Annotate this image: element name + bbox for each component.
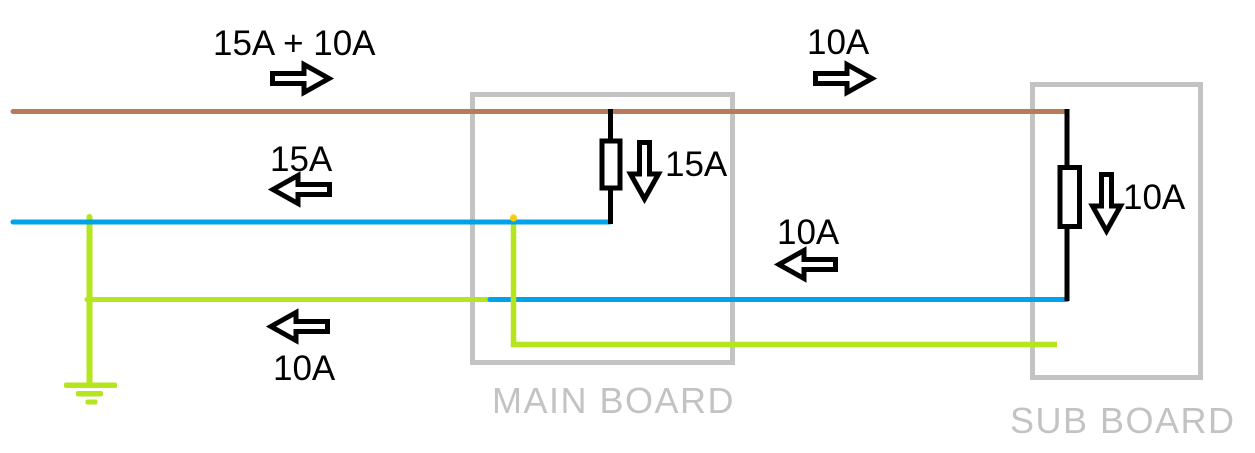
- label-load-sub: 10A: [1123, 178, 1186, 217]
- earth-wire-left: [84, 214, 495, 388]
- board-boxes: [470, 82, 1203, 380]
- junction-dot: [509, 214, 518, 222]
- label-load-main: 15A: [665, 145, 728, 184]
- current-labels: 15A + 10A 10A 15A 10A 10A 15A 10A: [213, 23, 1186, 388]
- main-board-label: MAIN BOARD: [492, 380, 735, 421]
- earth-wire-to-sub: [510, 224, 1057, 348]
- flow-right-arrow-icon: [273, 65, 330, 93]
- label-supply-total: 15A + 10A: [213, 24, 376, 63]
- label-return-sub: 10A: [777, 213, 840, 252]
- flow-left-arrow-icon: [271, 313, 328, 341]
- ground-bar-medium: [76, 391, 103, 397]
- earth-ground-icon: [64, 382, 117, 405]
- flow-down-arrow-icon: [631, 143, 659, 200]
- ground-bar-short: [85, 399, 98, 405]
- flow-down-arrow-icon: [1093, 175, 1121, 232]
- ground-bar-long: [64, 382, 117, 388]
- label-supply-sub: 10A: [807, 23, 870, 62]
- sub-board-box: [1030, 82, 1203, 380]
- main-load-resistor-icon: [599, 138, 623, 191]
- label-return-main: 15A: [270, 140, 333, 179]
- neutral-wires: [10, 219, 1070, 302]
- flow-left-arrow-icon: [779, 251, 836, 279]
- sub-board-label: SUB BOARD: [1010, 400, 1236, 441]
- flow-right-arrow-icon: [816, 65, 873, 93]
- main-board-box: [470, 92, 735, 365]
- flow-left-arrow-icon: [273, 176, 330, 204]
- board-captions: MAIN BOARD SUB BOARD: [492, 380, 1236, 441]
- sub-load-resistor-icon: [1057, 165, 1082, 229]
- loads: [599, 109, 1082, 301]
- earth-run-wire: [510, 224, 1057, 348]
- label-return-earth: 10A: [273, 349, 336, 388]
